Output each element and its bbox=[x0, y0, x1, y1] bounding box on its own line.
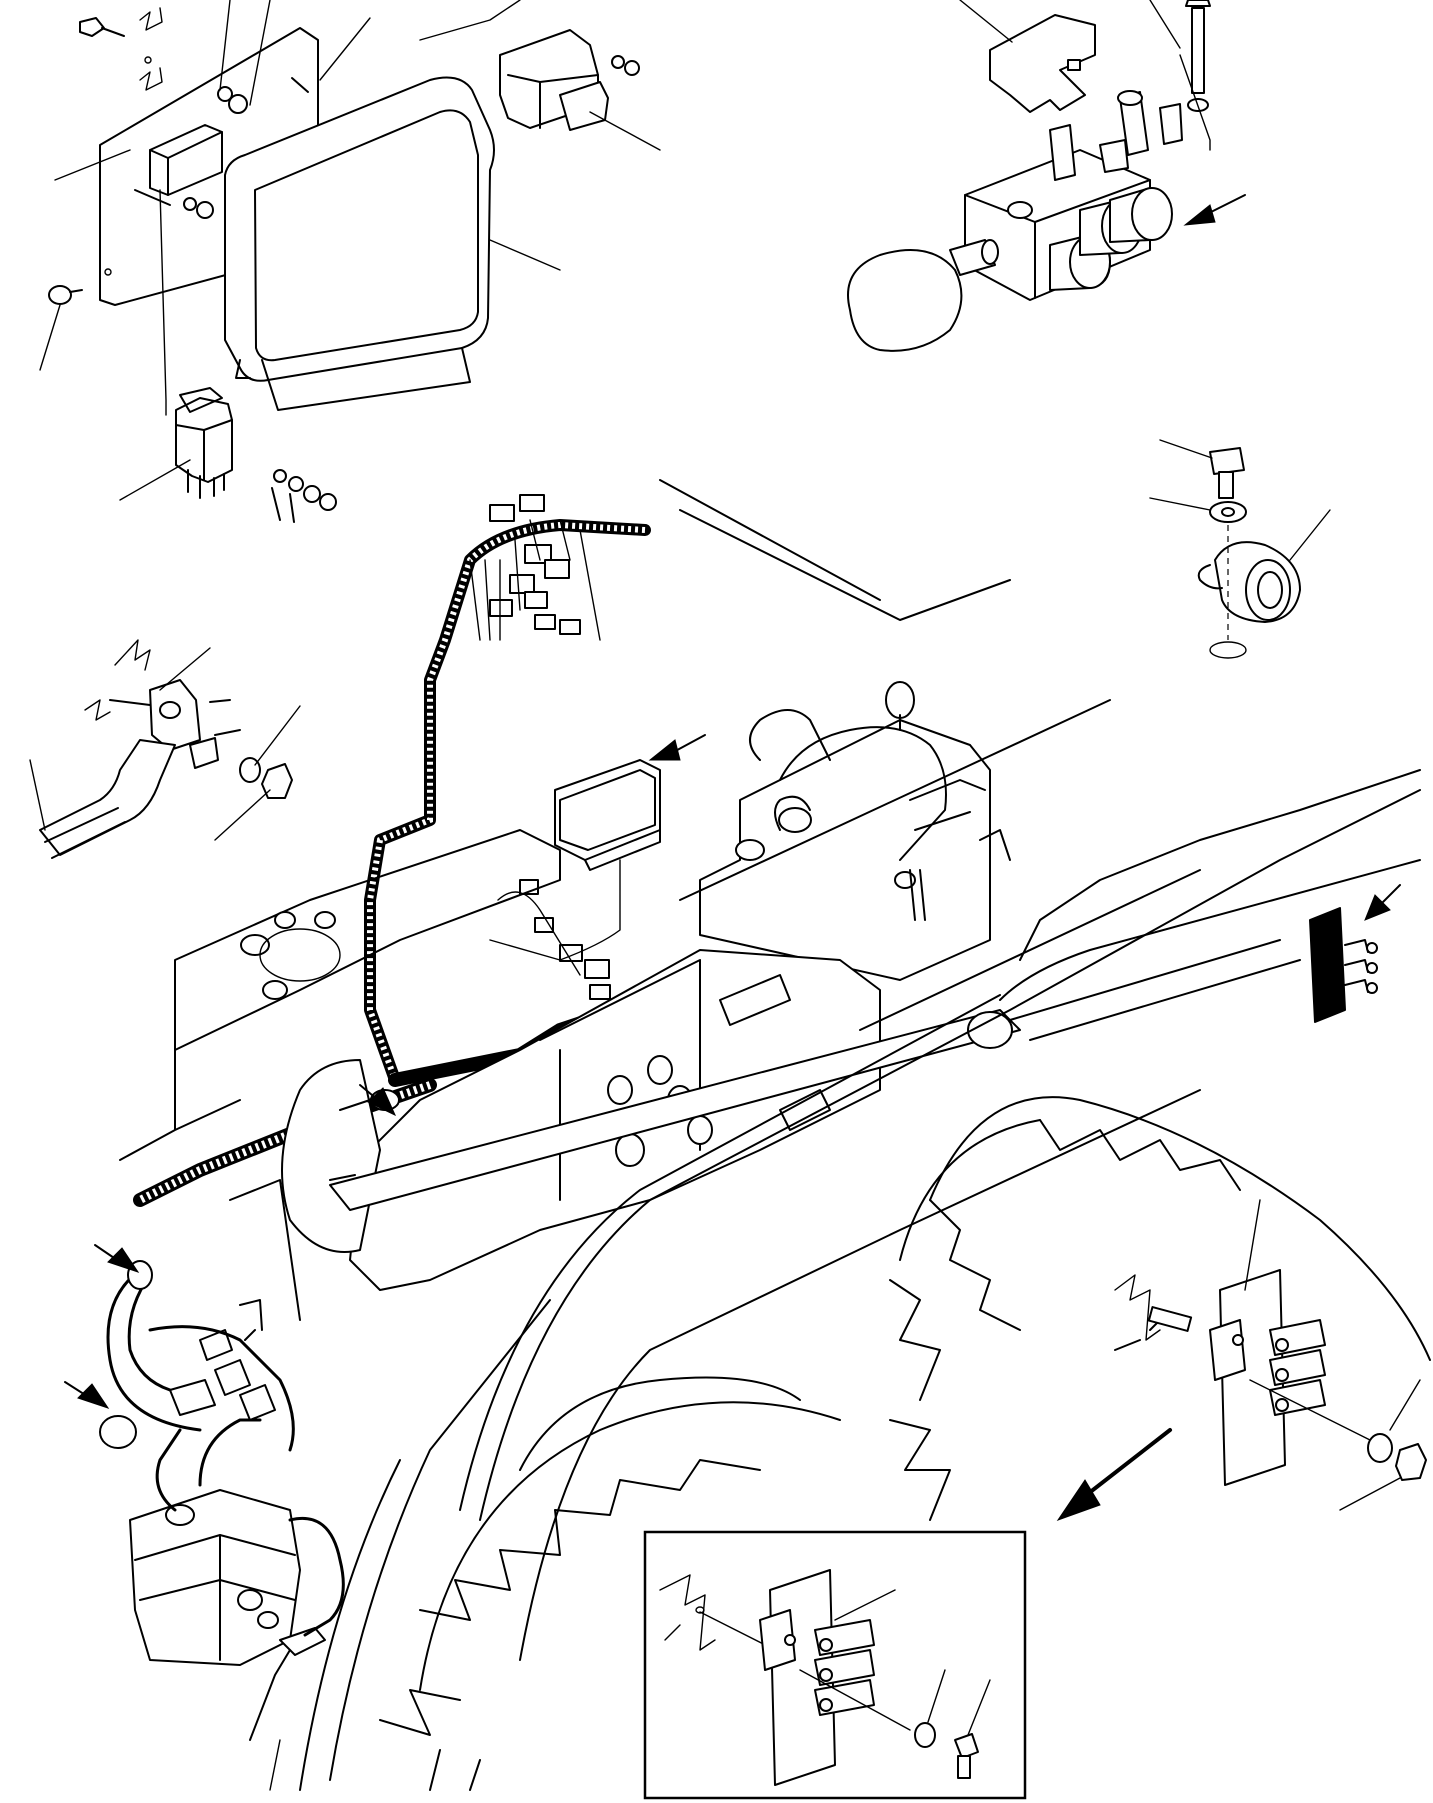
focus-arrow bbox=[64, 1381, 110, 1409]
controller-unit bbox=[224, 76, 495, 382]
valve-bracket bbox=[989, 14, 1096, 113]
callout-leader bbox=[1159, 439, 1213, 459]
nut-relay bbox=[1395, 1443, 1427, 1481]
relay bbox=[175, 387, 233, 499]
callout-leader bbox=[54, 149, 131, 181]
oil-filler-cap bbox=[885, 681, 915, 719]
lower-valve-assembly bbox=[64, 1084, 397, 1791]
washer-relay bbox=[1367, 1433, 1393, 1463]
callout-leader bbox=[254, 705, 301, 766]
callout-leader bbox=[1244, 1199, 1261, 1291]
focus-arrow bbox=[94, 1244, 140, 1273]
harness-connectors-mid bbox=[519, 879, 611, 1000]
view-direction-arrow bbox=[1056, 1428, 1172, 1521]
callout-leader bbox=[927, 1669, 946, 1723]
focus-arrow bbox=[648, 734, 706, 761]
frame-arm bbox=[479, 789, 1421, 1521]
callout-leader bbox=[119, 459, 191, 501]
engine-block bbox=[699, 719, 991, 981]
sensor-pipe-end bbox=[99, 1415, 137, 1449]
universal-joint bbox=[967, 1011, 1013, 1049]
callout-leader bbox=[1149, 497, 1211, 511]
controller-bracket-assembly bbox=[39, 0, 661, 523]
callout-leader bbox=[319, 17, 371, 81]
drive-shaft bbox=[329, 1009, 1021, 1211]
callout-leader bbox=[834, 1589, 896, 1621]
tires bbox=[379, 1096, 1431, 1791]
control-valve bbox=[129, 1489, 301, 1666]
callout-leader bbox=[1389, 1379, 1421, 1431]
callout-leader bbox=[1339, 1477, 1401, 1511]
callout-leader bbox=[214, 789, 271, 841]
nut-top bbox=[228, 94, 248, 114]
callout-leader bbox=[29, 759, 46, 831]
relay-clips bbox=[1269, 1319, 1326, 1416]
harness-connectors-top bbox=[489, 494, 581, 635]
valve-accumulator-assembly bbox=[847, 0, 1246, 352]
tire-left bbox=[419, 1401, 841, 1691]
callout-leader bbox=[489, 239, 561, 271]
nut-clamp bbox=[261, 763, 293, 799]
cable-clamp-assembly bbox=[29, 639, 301, 859]
callout-leader bbox=[1289, 509, 1331, 561]
bolt-top-left bbox=[79, 17, 125, 37]
callout-leader bbox=[39, 304, 61, 371]
inset-bolt bbox=[954, 1733, 979, 1759]
detail-inset bbox=[643, 1530, 1027, 1800]
callout-leader bbox=[219, 0, 231, 91]
washer-mid bbox=[183, 197, 197, 211]
callout-leader bbox=[967, 1679, 991, 1736]
grommet-assembly bbox=[1149, 439, 1331, 659]
callout-leader bbox=[249, 0, 271, 106]
controller-installed bbox=[554, 734, 706, 871]
callout-leader bbox=[589, 111, 661, 151]
focus-arrow bbox=[1364, 884, 1401, 921]
tire-right bbox=[929, 1096, 1431, 1361]
hex-bolt-right bbox=[1209, 447, 1245, 475]
engine-transmission bbox=[119, 479, 1421, 1791]
inset-washer bbox=[914, 1722, 936, 1748]
callout-leader bbox=[1149, 0, 1181, 49]
accumulator-sphere bbox=[847, 239, 999, 352]
callout-leader bbox=[959, 0, 1013, 43]
frame-relay-bracket bbox=[1309, 884, 1401, 1023]
fuse-connector-top bbox=[499, 29, 640, 131]
cable-pipe bbox=[39, 739, 176, 856]
focus-arrow bbox=[1183, 194, 1246, 226]
callout-leader bbox=[159, 647, 211, 691]
focus-arrow bbox=[359, 1084, 397, 1117]
nut-mid bbox=[196, 201, 214, 219]
washer-top bbox=[217, 86, 233, 102]
relay-bracket-exploded bbox=[1056, 1199, 1427, 1521]
long-bolt bbox=[1191, 7, 1205, 94]
knob-bolt-left bbox=[48, 285, 83, 305]
solenoid-cartridges bbox=[1049, 187, 1173, 291]
